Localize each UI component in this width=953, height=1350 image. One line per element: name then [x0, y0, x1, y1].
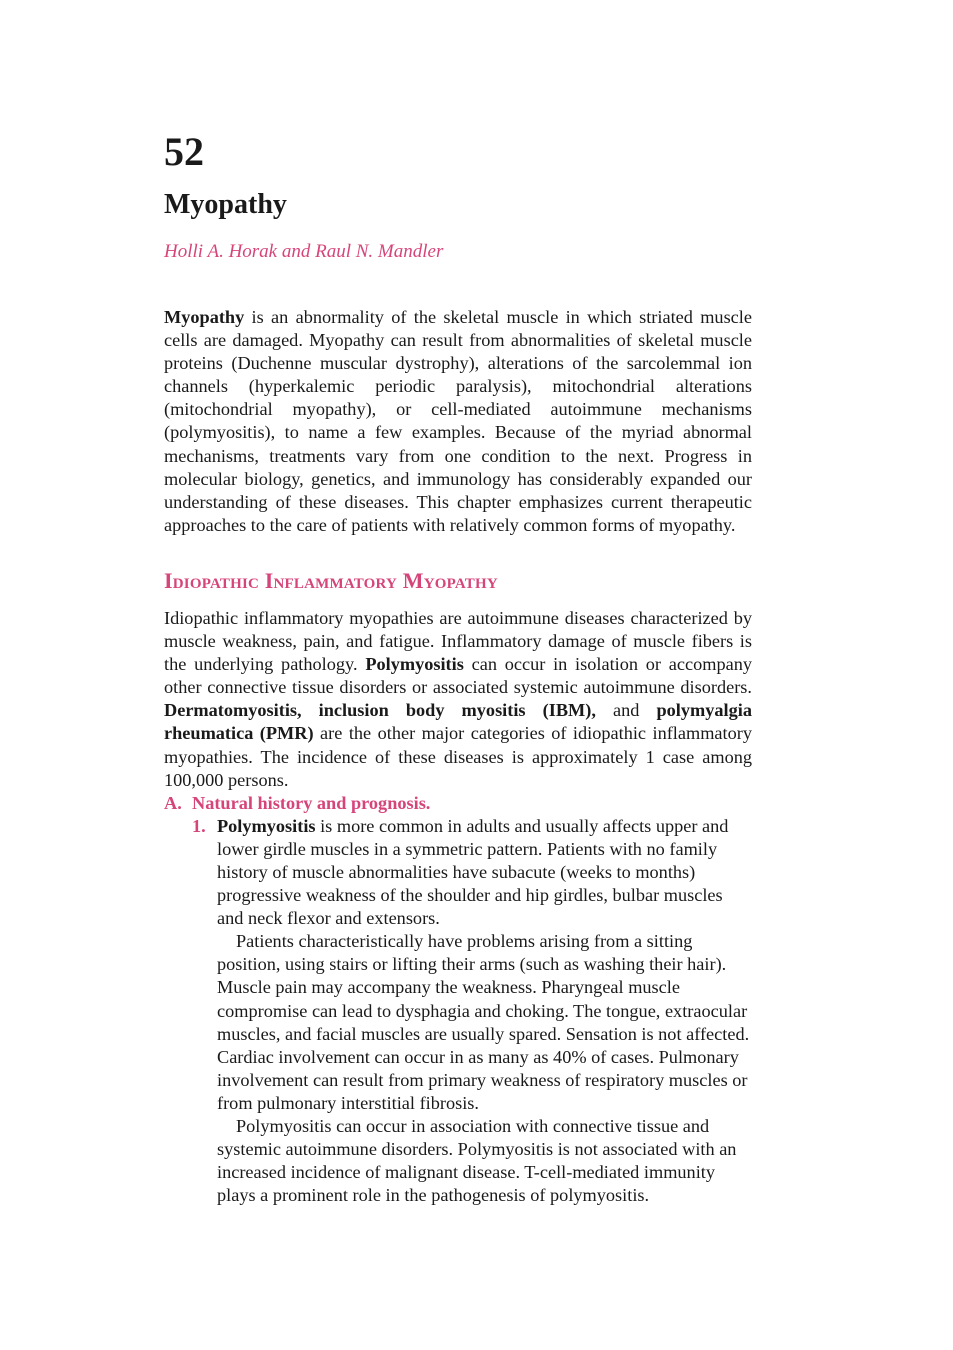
- list-item-paragraph-3: Polymyositis can occur in association wi…: [217, 1116, 737, 1206]
- subsection-letter: A.: [164, 792, 182, 813]
- section-bold-2: Dermatomyositis, inclusion body myositis…: [164, 700, 596, 721]
- list-item-number: 1.: [192, 815, 206, 836]
- intro-term: Myopathy: [164, 307, 245, 327]
- intro-paragraph: Myopathy is an abnormality of the skelet…: [164, 306, 752, 537]
- chapter-authors: Holli A. Horak and Raul N. Mandler: [164, 241, 444, 262]
- section-bold-1: Polymyositis: [365, 654, 464, 675]
- section-paragraph: Idiopathic inflammatory myopathies are a…: [164, 607, 752, 792]
- subsection-heading: A. Natural history and prognosis.: [164, 792, 752, 815]
- list-item-text: is more common in adults and usually aff…: [217, 815, 729, 929]
- section-text-1: Idiopathic inflammatory myopathies are a…: [164, 607, 752, 675]
- subsection-title: Natural history and prognosis.: [192, 792, 431, 813]
- section-bold-3: polymyalgia rheumatica (PMR): [164, 700, 752, 744]
- section-text-4: are the other major categories of idiopa…: [164, 723, 752, 790]
- chapter-number: 52: [164, 129, 204, 174]
- section-text-3: and: [595, 700, 657, 721]
- list-item: 1. Polymyositis is more common in adults…: [164, 815, 752, 1208]
- section-text-2: can occur in isolation or accompany othe…: [164, 654, 752, 698]
- intro-text: is an abnormality of the skeletal muscle…: [164, 307, 752, 535]
- section-heading: Idiopathic Inflammatory Myopathy: [164, 567, 498, 593]
- chapter-title: Myopathy: [164, 189, 287, 220]
- list-item-bold: Polymyositis: [217, 815, 316, 836]
- list-item-paragraph-1: Polymyositis is more common in adults an…: [217, 815, 752, 930]
- list-item-paragraph-2: Patients characteristically have problem…: [217, 931, 750, 1113]
- page-content: 52 Myopathy Holli A. Horak and Raul N. M…: [164, 128, 752, 1207]
